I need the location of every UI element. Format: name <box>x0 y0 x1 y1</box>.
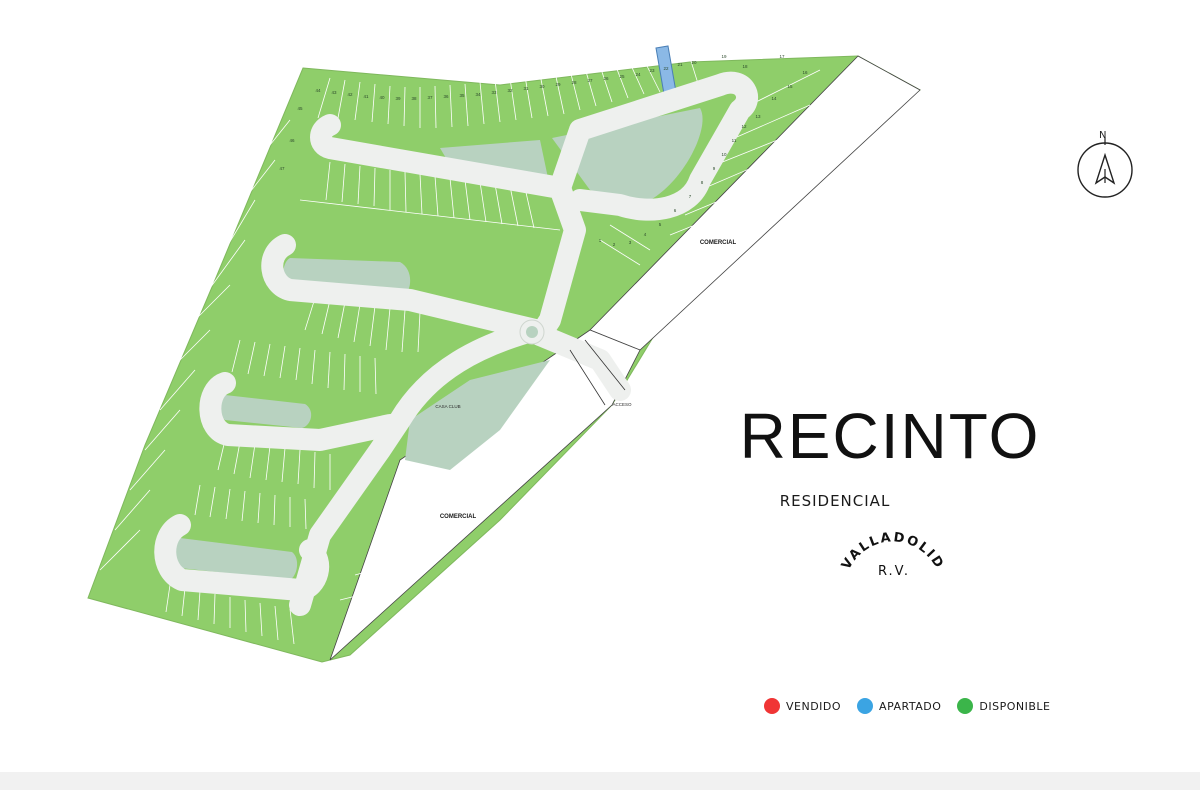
legend-dot-disponible <box>957 698 974 714</box>
svg-text:42: 42 <box>347 92 353 97</box>
svg-text:36: 36 <box>443 94 449 99</box>
access-road <box>569 339 626 406</box>
svg-text:39: 39 <box>395 96 401 101</box>
svg-text:31: 31 <box>523 86 529 91</box>
svg-text:30: 30 <box>539 84 545 89</box>
legend-label-apartado: APARTADO <box>879 699 942 713</box>
svg-text:22: 22 <box>663 66 669 71</box>
lot-grid <box>99 57 821 645</box>
brand-subtitle: RESIDENCIAL <box>779 492 891 510</box>
svg-text:20: 20 <box>691 60 697 65</box>
bottom-strip <box>0 772 1200 790</box>
svg-text:11: 11 <box>732 138 737 143</box>
svg-text:32: 32 <box>507 88 513 93</box>
label-acceso: ACCESO <box>612 402 632 407</box>
svg-text:45: 45 <box>297 106 303 111</box>
svg-text:10: 10 <box>721 152 727 157</box>
svg-text:16: 16 <box>802 70 808 75</box>
svg-text:29: 29 <box>555 82 561 87</box>
legend-item-disponible: DISPONIBLE <box>957 698 1050 714</box>
legend-label-disponible: DISPONIBLE <box>979 699 1051 713</box>
compass-north-label: N <box>1099 130 1107 141</box>
svg-text:28: 28 <box>571 80 577 85</box>
svg-text:24: 24 <box>635 72 641 77</box>
svg-text:47: 47 <box>279 166 285 171</box>
svg-text:1: 1 <box>599 238 602 243</box>
svg-text:41: 41 <box>363 94 369 99</box>
svg-text:37: 37 <box>427 95 433 100</box>
brand-suffix: R.V. <box>878 564 910 579</box>
roundabout-center <box>526 326 538 338</box>
lot-numbers: 1 2 3 4 5 6 7 8 9 10 11 12 13 14 15 16 1… <box>279 54 808 247</box>
brand-title: RECINTO <box>739 400 1041 472</box>
svg-text:17: 17 <box>779 54 785 59</box>
svg-text:5: 5 <box>659 222 662 227</box>
svg-text:33: 33 <box>491 90 497 95</box>
svg-text:25: 25 <box>619 74 625 79</box>
svg-text:21: 21 <box>677 62 683 67</box>
svg-text:27: 27 <box>587 78 593 83</box>
label-comercial-top: COMERCIAL <box>700 240 737 246</box>
svg-text:7: 7 <box>689 194 692 199</box>
svg-text:44: 44 <box>315 88 321 93</box>
brand-block: RECINTO RESIDENCIAL <box>720 400 1060 510</box>
svg-text:9: 9 <box>713 166 716 171</box>
svg-text:13: 13 <box>755 114 761 119</box>
legend-dot-vendido <box>764 698 780 714</box>
svg-text:3: 3 <box>629 240 632 245</box>
svg-text:15: 15 <box>787 84 793 89</box>
legend-dot-apartado <box>857 698 874 714</box>
svg-text:26: 26 <box>603 76 609 81</box>
svg-text:35: 35 <box>459 93 465 98</box>
roads <box>154 71 758 616</box>
svg-text:38: 38 <box>411 96 417 101</box>
svg-text:12: 12 <box>741 124 747 129</box>
svg-text:2: 2 <box>613 242 616 247</box>
svg-text:34: 34 <box>475 92 481 97</box>
label-casa-club: CASA CLUB <box>435 404 460 409</box>
legend-item-vendido: VENDIDO <box>764 698 841 714</box>
svg-text:43: 43 <box>331 90 337 95</box>
svg-text:8: 8 <box>701 180 704 185</box>
status-legend: VENDIDO APARTADO DISPONIBLE <box>764 698 1050 714</box>
svg-text:18: 18 <box>742 64 748 69</box>
svg-text:19: 19 <box>721 54 727 59</box>
svg-text:40: 40 <box>379 95 385 100</box>
svg-text:46: 46 <box>289 138 295 143</box>
svg-text:14: 14 <box>771 96 777 101</box>
svg-text:6: 6 <box>674 208 677 213</box>
label-comercial-bottom: COMERCIAL <box>440 514 477 520</box>
legend-label-vendido: VENDIDO <box>786 699 842 713</box>
valladolid-seal: VALLADOLID R.V. <box>839 530 945 579</box>
svg-text:4: 4 <box>644 232 647 237</box>
legend-item-apartado: APARTADO <box>857 698 941 714</box>
svg-text:23: 23 <box>649 68 655 73</box>
north-arrow-icon <box>1077 137 1133 198</box>
